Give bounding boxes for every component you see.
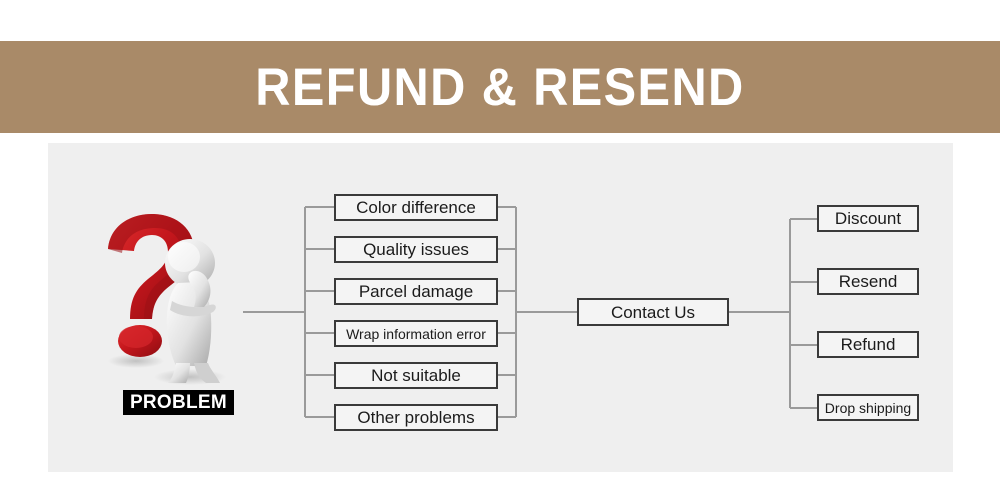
node-label: Drop shipping <box>824 399 912 416</box>
node-label: Refund <box>840 335 896 354</box>
page-banner: REFUND & RESEND <box>0 41 1000 133</box>
node-label: Contact Us <box>610 302 696 322</box>
problem-label: PROBLEM <box>123 390 234 415</box>
node-parcel-damage[interactable]: Parcel damage <box>334 278 498 305</box>
node-discount[interactable]: Discount <box>817 205 919 232</box>
node-contact-us[interactable]: Contact Us <box>577 298 729 326</box>
node-color-difference[interactable]: Color difference <box>334 194 498 221</box>
node-label: Discount <box>834 209 902 228</box>
diagram-panel: PROBLEM Color difference Quality issues … <box>48 143 953 472</box>
node-quality-issues[interactable]: Quality issues <box>334 236 498 263</box>
node-label: Color difference <box>356 198 476 217</box>
problem-source: PROBLEM <box>86 211 250 415</box>
node-label: Not suitable <box>371 366 461 385</box>
node-label: Other problems <box>357 408 475 427</box>
node-label: Resend <box>838 272 898 291</box>
node-resend[interactable]: Resend <box>817 268 919 295</box>
node-wrap-information-error[interactable]: Wrap information error <box>334 320 498 347</box>
node-not-suitable[interactable]: Not suitable <box>334 362 498 389</box>
node-drop-shipping[interactable]: Drop shipping <box>817 394 919 421</box>
page-title: REFUND & RESEND <box>255 57 745 117</box>
node-other-problems[interactable]: Other problems <box>334 404 498 431</box>
node-refund[interactable]: Refund <box>817 331 919 358</box>
node-label: Wrap information error <box>346 325 486 342</box>
question-mark-thinking-person-icon <box>108 213 226 385</box>
node-label: Quality issues <box>363 240 469 259</box>
node-label: Parcel damage <box>358 282 474 301</box>
